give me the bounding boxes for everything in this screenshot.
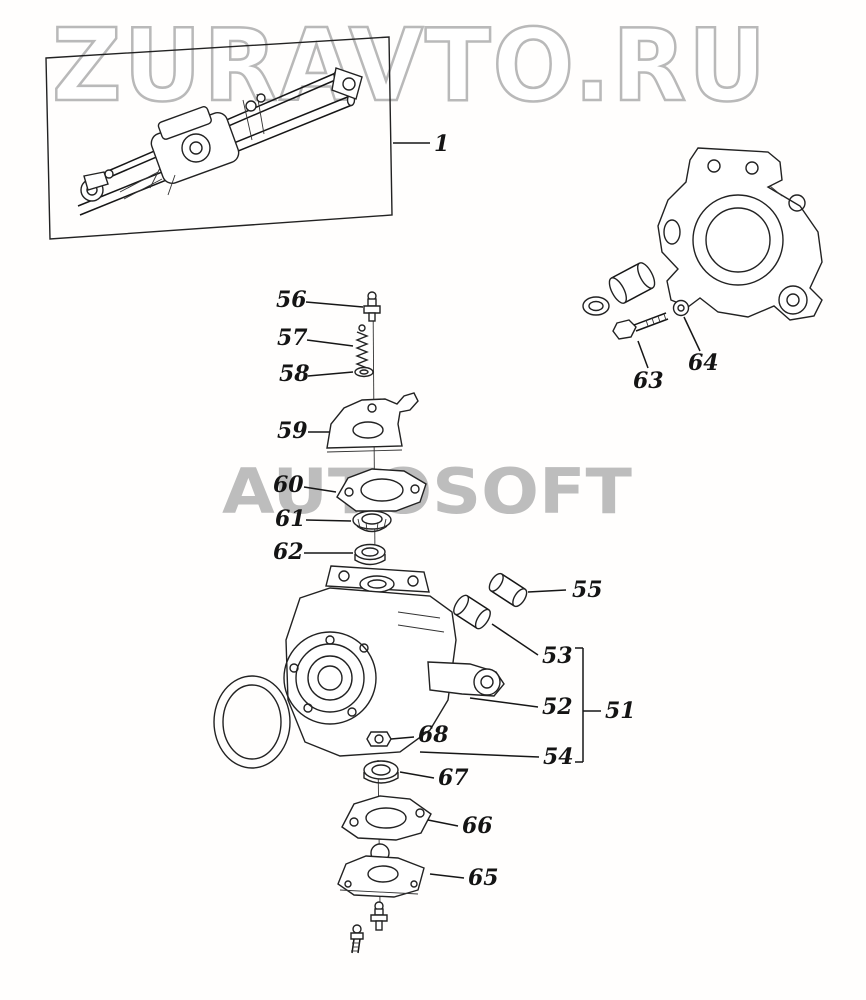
bolt-bottom — [350, 924, 364, 954]
grease-fitting-bottom — [370, 901, 388, 931]
nut-68 — [366, 731, 392, 747]
seal-ring — [213, 675, 291, 769]
ring-part — [582, 296, 610, 316]
callout-line-60 — [303, 486, 337, 493]
washer-58 — [354, 366, 374, 378]
callout-57: 57 — [277, 325, 308, 351]
callout-line-57 — [306, 339, 354, 347]
washer-67 — [363, 760, 399, 784]
arm-cap-59 — [326, 392, 419, 453]
callout-66: 66 — [462, 813, 493, 839]
spring-57 — [355, 324, 369, 369]
callout-line-53 — [491, 623, 539, 656]
watermark-autosoft: AUTOSOFT — [222, 455, 632, 528]
callout-line-64 — [683, 316, 701, 352]
callout-56: 56 — [276, 287, 307, 313]
cylinder-53 — [453, 594, 491, 630]
bushing-55 — [488, 572, 528, 608]
callout-62: 62 — [273, 539, 304, 565]
callout-53: 53 — [542, 643, 573, 669]
callout-61: 61 — [275, 506, 306, 532]
callout-line-67 — [399, 771, 435, 779]
callout-65: 65 — [468, 865, 499, 891]
callout-51: 51 — [605, 698, 636, 724]
callout-52: 52 — [542, 694, 573, 720]
callout-1: 1 — [434, 131, 449, 157]
bearing-61 — [352, 510, 392, 533]
gasket-66 — [341, 795, 432, 841]
callout-line-58 — [307, 371, 354, 377]
watermark-site: ZURAVTO.RU — [52, 7, 768, 124]
bolt-63 — [612, 312, 669, 340]
bracket-51 — [575, 647, 601, 763]
callout-68: 68 — [418, 722, 449, 748]
washer-64 — [672, 299, 690, 317]
callout-63: 63 — [633, 368, 664, 394]
gasket-60 — [336, 468, 427, 512]
callout-line-68 — [390, 736, 415, 740]
callout-line-56 — [305, 301, 364, 308]
callout-line-63 — [637, 340, 649, 369]
callout-line-61 — [305, 519, 352, 522]
steering-knuckle-body — [283, 565, 505, 757]
callout-line-54 — [419, 751, 540, 758]
knuckle-housing-assembly — [582, 147, 823, 340]
callout-58: 58 — [279, 361, 310, 387]
callout-55: 55 — [572, 577, 603, 603]
callout-line-66 — [427, 819, 459, 827]
callout-54: 54 — [543, 744, 574, 770]
grease-fitting-56 — [363, 291, 381, 322]
callout-line-65 — [429, 873, 465, 879]
callout-64: 64 — [688, 350, 719, 376]
callout-67: 67 — [438, 765, 469, 791]
callout-line-55 — [527, 589, 567, 593]
axle-assembly-inset — [45, 36, 393, 240]
callout-60: 60 — [273, 472, 304, 498]
callout-line-52 — [469, 697, 539, 708]
callout-59: 59 — [277, 418, 308, 444]
cap-65 — [337, 843, 425, 898]
ring-62 — [354, 543, 386, 566]
